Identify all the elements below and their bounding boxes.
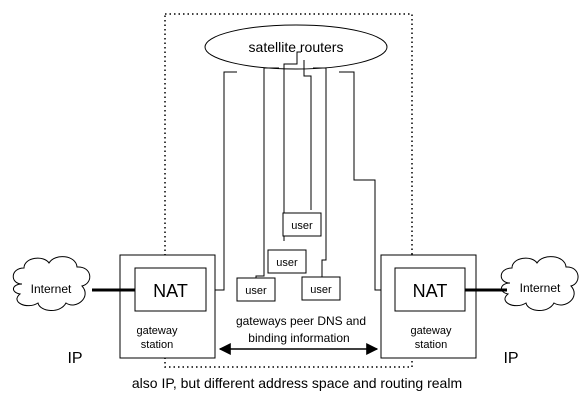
left-internet-cloud: Internet (12, 256, 91, 311)
right-gateway-station: NAT gateway station (380, 254, 477, 359)
right-station-line2: station (415, 339, 447, 351)
left-nat-label: NAT (153, 281, 188, 301)
right-realm-label: IP (503, 350, 518, 367)
left-cloud-label: Internet (31, 282, 72, 296)
user-node: user (236, 277, 276, 302)
user-node: user (282, 212, 322, 237)
peering-text-line2: binding information (248, 331, 349, 345)
user-label: user (276, 257, 298, 269)
left-nat-box (134, 267, 207, 312)
left-cloud-icon (12, 256, 91, 311)
link-user-c (283, 51, 301, 241)
link-right-nat (339, 71, 395, 291)
user-label: user (245, 285, 267, 297)
realm-caption: also IP, but different address space and… (132, 375, 462, 391)
user-box (267, 249, 307, 274)
link-user-a (255, 67, 279, 278)
user-box (301, 276, 341, 301)
satellite-ellipse (204, 24, 388, 70)
right-internet-cloud: Internet (500, 256, 579, 311)
satellite-label: satellite routers (249, 39, 344, 55)
right-nat-label: NAT (413, 281, 448, 301)
right-cloud-label: Internet (520, 281, 561, 295)
link-user-b (303, 60, 312, 210)
left-station-line1: gateway (137, 325, 178, 337)
connection-lines (206, 51, 395, 291)
right-station-line1: gateway (411, 325, 452, 337)
user-node: user (301, 276, 341, 301)
private-realm-boundary (164, 13, 413, 368)
left-gateway-station: NAT gateway station (119, 254, 216, 359)
user-box (236, 277, 276, 302)
right-nat-box (394, 267, 466, 312)
user-box (282, 212, 322, 237)
user-label: user (310, 284, 332, 296)
user-label: user (291, 220, 313, 232)
left-realm-label: IP (67, 350, 82, 367)
satellite-routers: satellite routers (204, 24, 388, 70)
left-station-line2: station (141, 339, 173, 351)
peering-text-line1: gateways peer DNS and (236, 314, 366, 328)
user-node: user (267, 249, 307, 274)
right-cloud-icon (500, 256, 579, 311)
link-user-d (313, 67, 327, 277)
